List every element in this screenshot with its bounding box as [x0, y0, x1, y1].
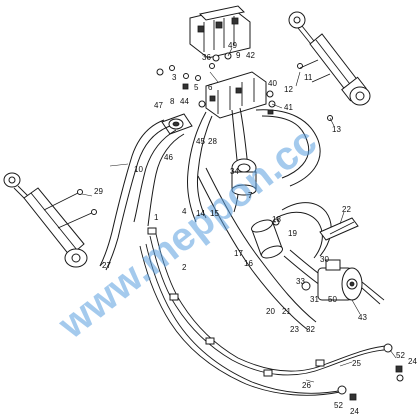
callout-labels: 36 49 9 42 5 6 3 47 8 44 41 40 11 12 13 … — [94, 41, 417, 416]
callout-25: 25 — [352, 359, 361, 368]
callout-52b: 52 — [334, 401, 343, 410]
hose-bracket — [161, 113, 193, 135]
callout-8: 8 — [170, 97, 175, 106]
valve-manifold — [198, 71, 274, 119]
callout-46: 46 — [164, 153, 173, 162]
callout-50: 50 — [328, 295, 337, 304]
callout-52a: 52 — [396, 351, 405, 360]
callout-2: 2 — [182, 263, 187, 272]
callout-34: 34 — [230, 167, 239, 176]
callout-31: 31 — [310, 295, 319, 304]
right-lift-cylinder — [288, 11, 371, 106]
hydraulic-pump — [301, 259, 385, 305]
callout-5: 5 — [194, 83, 199, 92]
callout-27: 27 — [102, 261, 111, 270]
callout-17: 17 — [234, 249, 243, 258]
callout-6: 6 — [208, 83, 213, 92]
control-valve — [189, 5, 251, 62]
oil-filter-canister — [251, 218, 283, 259]
callout-42: 42 — [246, 51, 255, 60]
callout-9: 9 — [236, 51, 241, 60]
callout-3: 3 — [172, 73, 177, 82]
callout-21: 21 — [282, 307, 291, 316]
callout-43: 43 — [358, 313, 367, 322]
callout-4: 4 — [182, 207, 187, 216]
callout-24a: 24 — [408, 357, 417, 366]
callout-24b: 24 — [350, 407, 359, 416]
callout-23: 23 — [290, 325, 299, 334]
callout-44: 44 — [180, 97, 189, 106]
callout-7: 7 — [248, 191, 253, 200]
callout-49: 49 — [228, 41, 237, 50]
fittings-top — [156, 63, 333, 121]
callout-32: 32 — [306, 325, 315, 334]
callout-40: 40 — [268, 79, 277, 88]
callout-20: 20 — [266, 307, 275, 316]
callout-30: 30 — [320, 255, 329, 264]
callout-36: 36 — [202, 53, 211, 62]
callout-33: 33 — [296, 277, 305, 286]
callout-18: 18 — [272, 215, 281, 224]
callout-28: 28 — [208, 137, 217, 146]
tank-strap — [319, 217, 359, 241]
callout-26: 26 — [302, 381, 311, 390]
callout-15: 15 — [210, 209, 219, 218]
callout-14: 14 — [196, 209, 205, 218]
callout-41: 41 — [284, 103, 293, 112]
callout-16: 16 — [244, 259, 253, 268]
callout-13: 13 — [332, 125, 341, 134]
callout-11: 11 — [304, 73, 313, 82]
callout-45: 45 — [196, 137, 205, 146]
callout-10: 10 — [134, 165, 143, 174]
callout-29: 29 — [94, 187, 103, 196]
leader-lines — [81, 47, 397, 383]
callout-19: 19 — [288, 229, 297, 238]
left-lift-cylinder — [3, 172, 97, 268]
callout-12: 12 — [284, 85, 293, 94]
callout-47: 47 — [154, 101, 163, 110]
callout-1: 1 — [154, 213, 159, 222]
callout-22: 22 — [342, 205, 351, 214]
filter-assembly — [231, 100, 276, 196]
